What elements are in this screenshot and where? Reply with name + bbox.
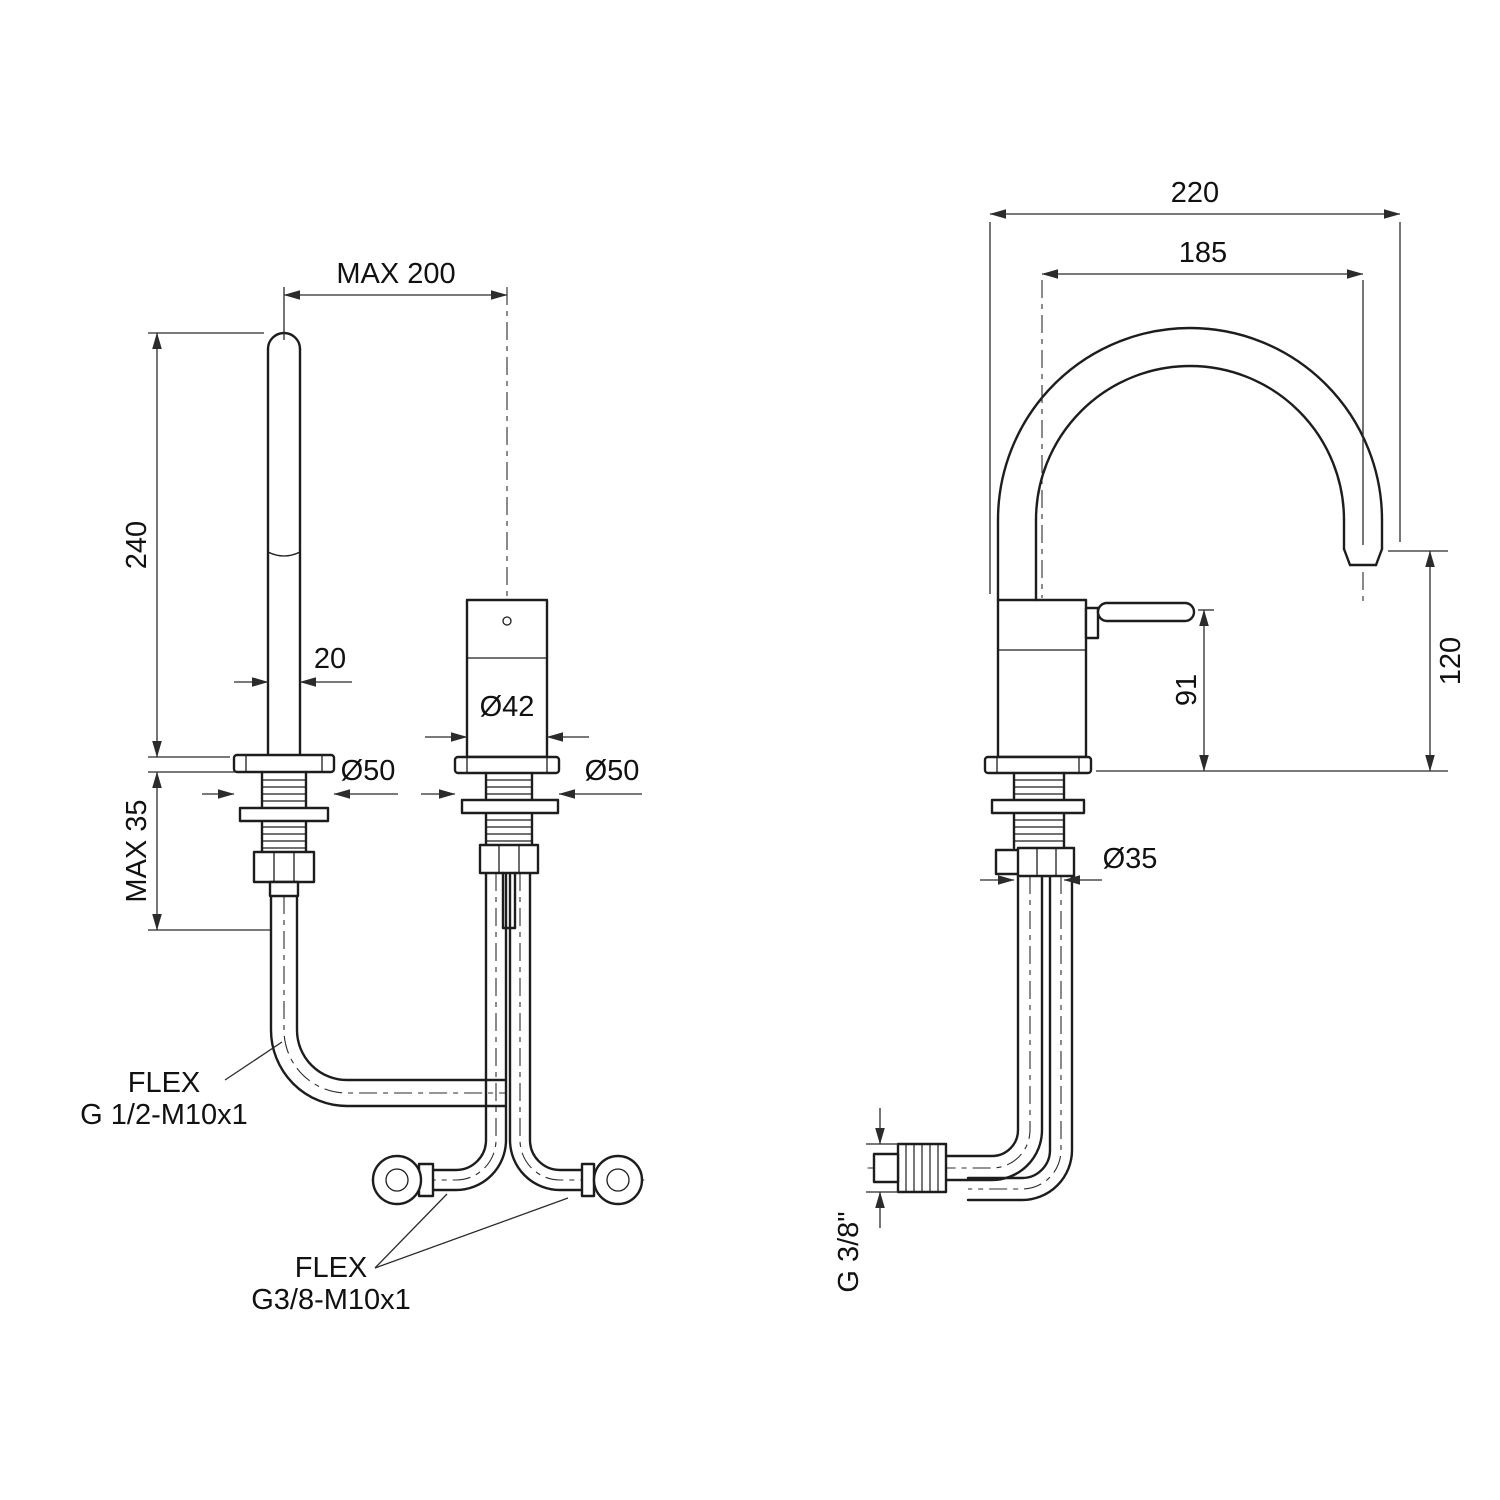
flex1-label-line2: G 1/2-M10x1 xyxy=(80,1099,248,1131)
spout-thread-hatch xyxy=(262,779,306,849)
union-stub xyxy=(872,1152,900,1184)
body-thread-hatch xyxy=(486,779,532,842)
spout-seam xyxy=(267,551,301,557)
right-branch-centerline xyxy=(519,873,646,1181)
left-branch-outer xyxy=(431,871,508,1192)
spout-lock-nut xyxy=(252,850,316,884)
side-flex-hoses xyxy=(866,874,1074,1202)
dim-label-185: 185 xyxy=(1179,237,1227,269)
hose1-centerline xyxy=(866,876,1031,1169)
side-small-nut xyxy=(994,848,1022,876)
union-outer xyxy=(371,1154,423,1206)
dim-label-max35: MAX 35 xyxy=(121,799,153,902)
side-body-outline xyxy=(996,598,1088,759)
left-branch-centerline xyxy=(368,873,497,1181)
hose-inner-edge xyxy=(295,894,507,1082)
spout-arc-outer xyxy=(996,326,1384,522)
hose1-outer xyxy=(944,874,1044,1182)
dim-label-d50-right: Ø50 xyxy=(585,755,640,787)
front-body-flex-hoses xyxy=(368,871,646,1192)
side-union-fitting xyxy=(872,1142,948,1194)
lever-handle xyxy=(1096,601,1196,623)
union-inner xyxy=(606,1168,630,1192)
hose2-outer xyxy=(966,874,1074,1202)
leader-line xyxy=(224,1041,283,1081)
front-body xyxy=(453,598,561,930)
right-branch-outer xyxy=(508,871,584,1192)
dim-label-d35: Ø35 xyxy=(1103,843,1158,875)
body-outline xyxy=(465,598,549,759)
body-set-screw-hole xyxy=(502,616,512,626)
dim-label-91: 91 xyxy=(1171,674,1203,706)
side-view: 220 185 120 91 Ø35 G 3/8" xyxy=(833,177,1467,1293)
dim-label-max200: MAX 200 xyxy=(336,258,455,290)
flex2-label-line2: G3/8-M10x1 xyxy=(251,1284,411,1316)
dim-label-d50-left: Ø50 xyxy=(341,755,396,787)
union-collar xyxy=(580,1162,596,1198)
outlet-cut-right xyxy=(1374,547,1384,567)
side-flange xyxy=(983,755,1093,775)
dim-label-220: 220 xyxy=(1171,177,1219,209)
side-lock-washer xyxy=(990,798,1086,815)
dim-label-240: 240 xyxy=(121,521,153,569)
dim-label-d42: Ø42 xyxy=(480,691,535,723)
hose2-centerline xyxy=(968,876,1062,1190)
body-lock-washer xyxy=(460,798,560,815)
spout-arc-inner xyxy=(1034,364,1346,522)
front-wall-unions xyxy=(371,1154,644,1206)
hose-centerline xyxy=(283,896,507,1094)
front-spout-flex-hose xyxy=(269,894,507,1108)
flex1-label-line1: FLEX xyxy=(128,1067,201,1099)
dim-label-20: 20 xyxy=(314,643,346,675)
dim-label-120: 120 xyxy=(1435,637,1467,685)
flex2-label-line1: FLEX xyxy=(295,1252,368,1284)
side-thread-hatch xyxy=(1014,779,1064,842)
spout-lock-washer xyxy=(238,806,330,823)
spout-flange xyxy=(232,753,336,774)
spout-hose-connector xyxy=(268,880,300,898)
union-nut-knurl xyxy=(905,1144,939,1192)
dim-label-g38: G 3/8" xyxy=(833,1211,865,1292)
leader-line xyxy=(374,1197,569,1269)
front-dimensions: MAX 200 240 20 Ø42 Ø50 Ø50 MAX 35 xyxy=(121,258,642,931)
leader-line xyxy=(374,1193,448,1269)
side-dimensions: 220 185 120 91 Ø35 G 3/8" xyxy=(833,177,1467,1293)
union-outer xyxy=(592,1154,644,1206)
side-lock-nut xyxy=(1016,846,1076,878)
front-callouts: FLEX G 1/2-M10x1 FLEX G3/8-M10x1 xyxy=(80,1041,569,1316)
union-inner xyxy=(385,1168,409,1192)
body-flange xyxy=(453,755,561,775)
right-branch-inner xyxy=(528,871,584,1172)
lever-pivot xyxy=(1084,606,1100,640)
left-branch-inner xyxy=(431,871,488,1172)
side-body-and-spout xyxy=(983,326,1384,878)
hose2-inner xyxy=(966,874,1052,1180)
outlet-cut-left xyxy=(1342,547,1352,567)
front-view: MAX 200 240 20 Ø42 Ø50 Ø50 MAX 35 xyxy=(80,258,646,1316)
hose1-inner xyxy=(944,874,1020,1158)
hose-outer-edge xyxy=(269,894,507,1108)
front-spout xyxy=(232,331,336,898)
body-lock-nut xyxy=(478,843,540,875)
